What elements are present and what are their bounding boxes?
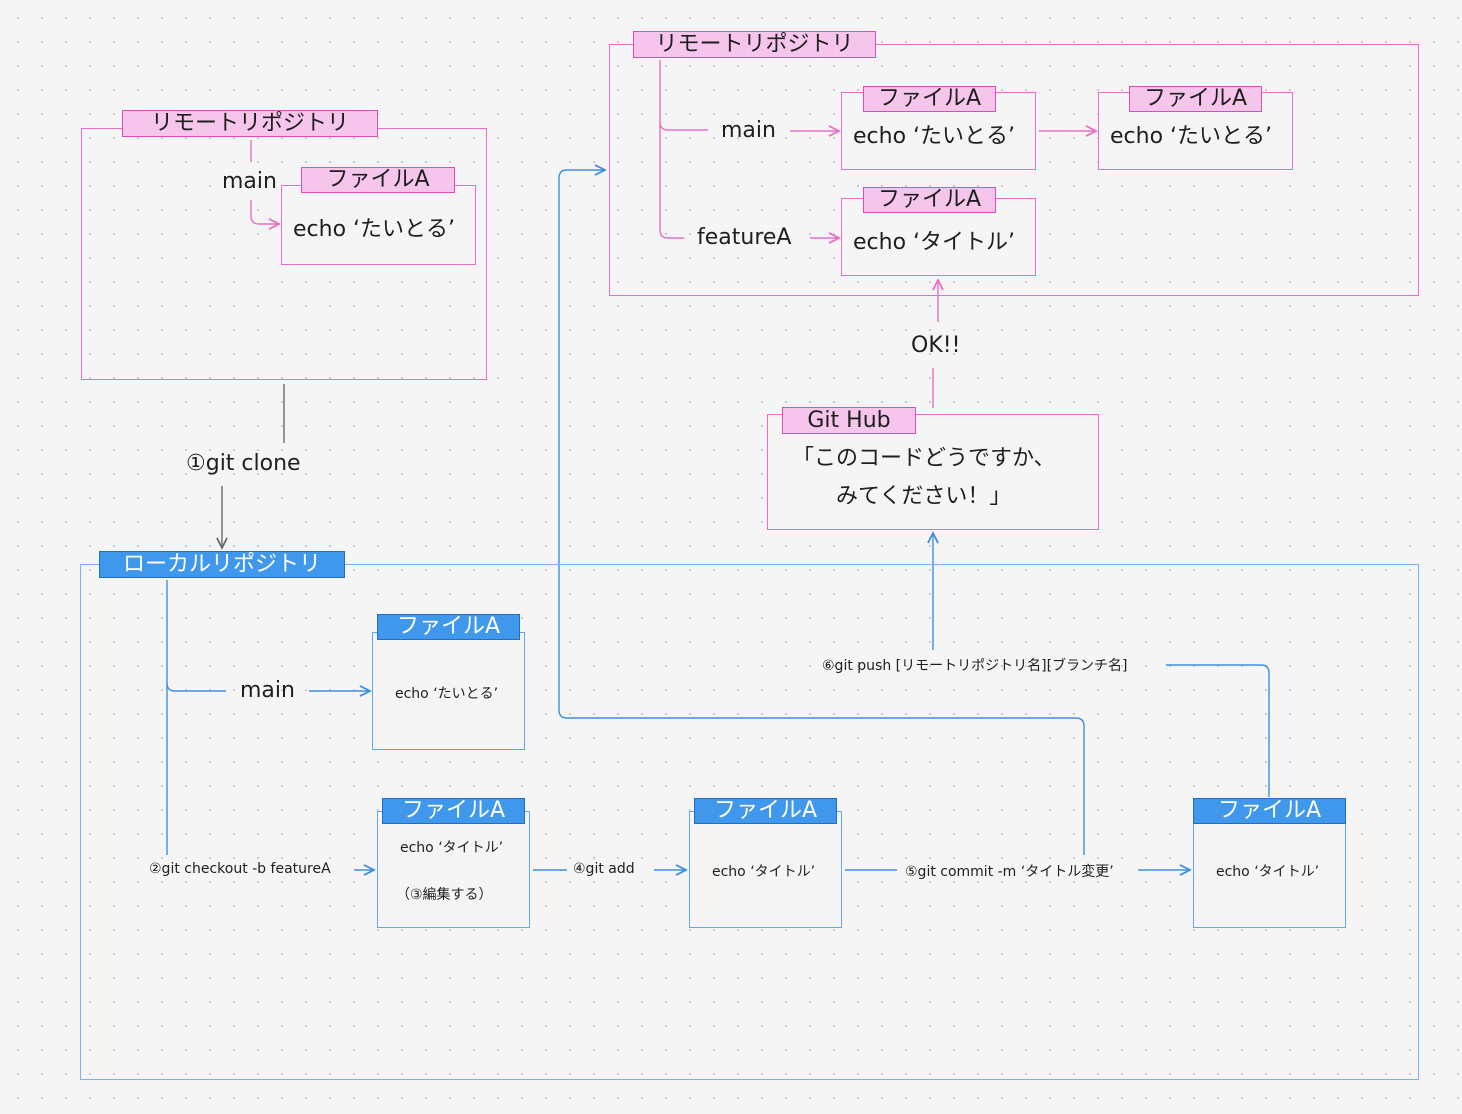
local-committed-file-content: echo ‘タイトル’ [1216, 864, 1320, 880]
local-main-file-content: echo ‘たいとる’ [395, 686, 499, 702]
local-checkout-label: ②git checkout -b featureA [149, 861, 331, 877]
local-branch-trunk [166, 580, 226, 855]
review-ok-label: OK!! [911, 333, 961, 358]
github-tag: Git Hub [782, 407, 916, 434]
clone-step-label: ①git clone [186, 451, 301, 476]
remote-left-file-tag: ファイルA [301, 167, 455, 193]
remote-left-file-box [281, 185, 476, 265]
local-frame [80, 564, 1419, 1080]
remote-right-branch-main: main [721, 118, 776, 143]
remote-right-branch-feature: featureA [697, 225, 792, 250]
local-committed-file-tag: ファイルA [1193, 798, 1346, 824]
remote-left-branch-main: main [222, 169, 277, 194]
local-edit-label: （③編集する） [396, 887, 493, 903]
remote-left-title: リモートリポジトリ [122, 110, 378, 137]
local-title: ローカルリポジトリ [99, 551, 345, 578]
local-added-file-content: echo ‘タイトル’ [712, 864, 816, 880]
local-committed-file-box [1193, 811, 1346, 928]
remote-right-branch-trunk [659, 60, 708, 239]
remote-right-frame [609, 44, 1419, 296]
local-commit-label: ⑤git commit -m ‘タイトル変更’ [905, 864, 1114, 880]
local-edit-file-tag: ファイルA [382, 798, 525, 824]
local-main-file-box [372, 632, 525, 750]
local-push-label: ⑥git push [リモートリポジトリ名][ブランチ名] [822, 658, 1128, 674]
github-message-line2: みてください！」 [836, 484, 1012, 509]
remote-right-title: リモートリポジトリ [633, 31, 876, 58]
local-added-file-box [689, 811, 842, 928]
remote-left-main-to-file-arrow [250, 200, 279, 224]
commit-to-remote-route [558, 170, 1085, 855]
github-message-line1: 「このコードどうですか、 [792, 446, 1056, 471]
local-add-label: ④git add [573, 861, 635, 877]
local-branch-main: main [240, 678, 295, 703]
remote-right-feature-file-tag: ファイルA [863, 187, 996, 213]
remote-right-merged-file-tag: ファイルA [1129, 86, 1262, 112]
remote-right-feature-file-content: echo ‘タイトル’ [853, 230, 1016, 255]
remote-right-merged-file-content: echo ‘たいとる’ [1110, 124, 1273, 149]
local-edit-file-content: echo ‘タイトル’ [400, 840, 504, 856]
remote-left-file-content: echo ‘たいとる’ [293, 217, 456, 242]
local-main-file-tag: ファイルA [377, 614, 520, 640]
local-edit-file-box [377, 811, 530, 928]
remote-right-main-file-tag: ファイルA [863, 86, 996, 112]
push-line-from-file [1166, 664, 1270, 797]
remote-right-main-file-content: echo ‘たいとる’ [853, 124, 1016, 149]
local-added-file-tag: ファイルA [694, 798, 837, 824]
